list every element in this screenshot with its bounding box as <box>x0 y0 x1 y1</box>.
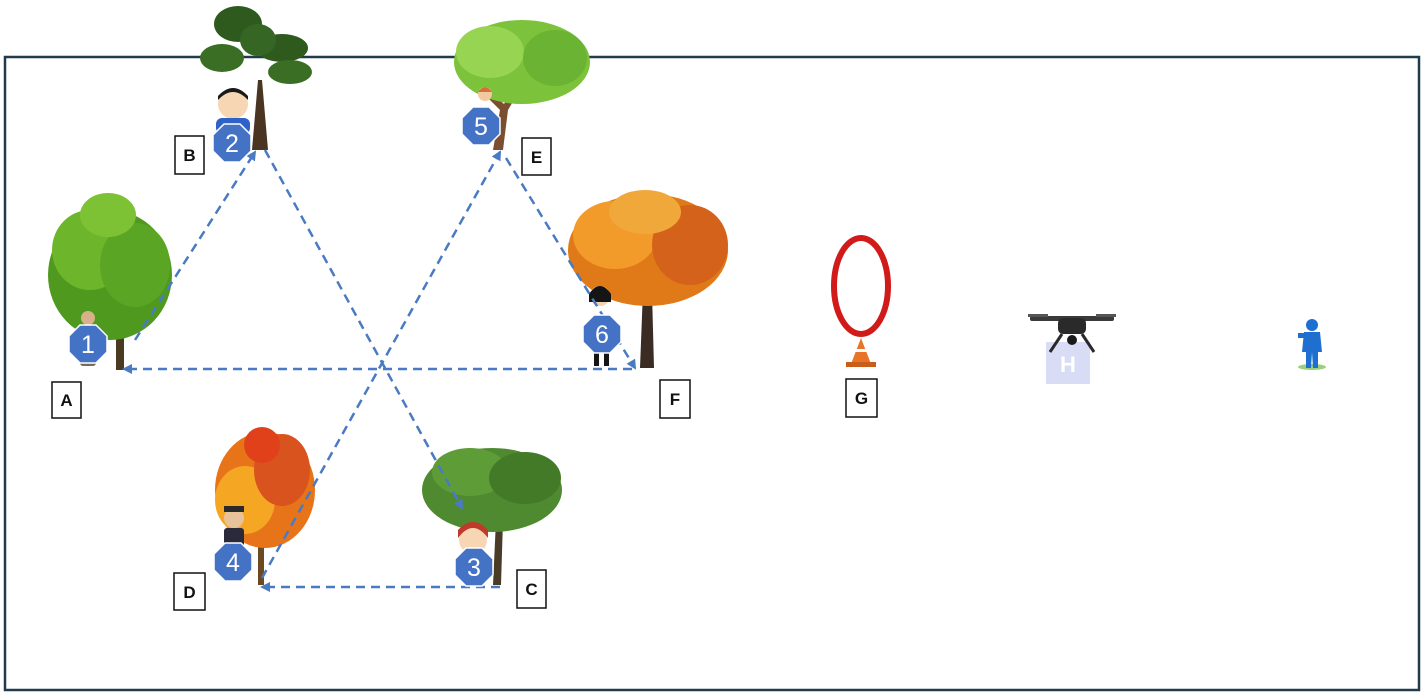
badge-5: 5 <box>461 106 501 146</box>
drone-icon <box>1028 314 1116 353</box>
hoop-cone-icon <box>831 235 891 367</box>
label-letter: B <box>183 146 195 165</box>
label-b: B <box>174 135 205 175</box>
tree-f <box>568 190 728 368</box>
operator-icon <box>1298 319 1326 370</box>
label-e: E <box>521 137 552 176</box>
label-letter: C <box>525 580 537 599</box>
label-letter: G <box>855 389 868 408</box>
badge-6: 6 <box>582 314 622 354</box>
label-letter: D <box>183 583 195 602</box>
badge-2: 2 <box>212 123 252 163</box>
course-border <box>3 55 1421 692</box>
label-c: C <box>516 569 547 609</box>
label-f: F <box>659 379 691 419</box>
arrow-d-to-e <box>260 150 502 579</box>
badge-3: 3 <box>454 547 494 587</box>
badge-number: 2 <box>225 130 239 158</box>
tree-c <box>422 448 562 585</box>
label-letter: E <box>531 148 542 167</box>
label-letter: A <box>60 391 72 410</box>
badge-number: 5 <box>474 113 488 141</box>
pad-label: H <box>1060 352 1076 377</box>
badge-number: 6 <box>595 321 609 349</box>
label-d: D <box>173 572 206 611</box>
tree-b <box>200 6 312 150</box>
label-letter: F <box>670 390 680 409</box>
badge-4: 4 <box>213 542 253 582</box>
badge-number: 1 <box>81 331 95 359</box>
badge-1: 1 <box>68 324 108 364</box>
arrow-a-to-b <box>133 150 257 341</box>
landing-pad: H <box>1046 342 1090 384</box>
person-e <box>478 87 492 101</box>
arrow-b-to-c <box>263 149 464 510</box>
label-a: A <box>51 381 82 419</box>
badge-number: 4 <box>226 549 240 577</box>
arrow-e-to-f <box>504 157 637 370</box>
badge-number: 3 <box>467 554 481 582</box>
label-g: G <box>845 378 878 418</box>
tree-a <box>48 193 172 370</box>
person-f <box>589 286 611 366</box>
flight-path <box>122 149 637 592</box>
person-c <box>458 522 488 554</box>
hoop <box>831 235 891 337</box>
